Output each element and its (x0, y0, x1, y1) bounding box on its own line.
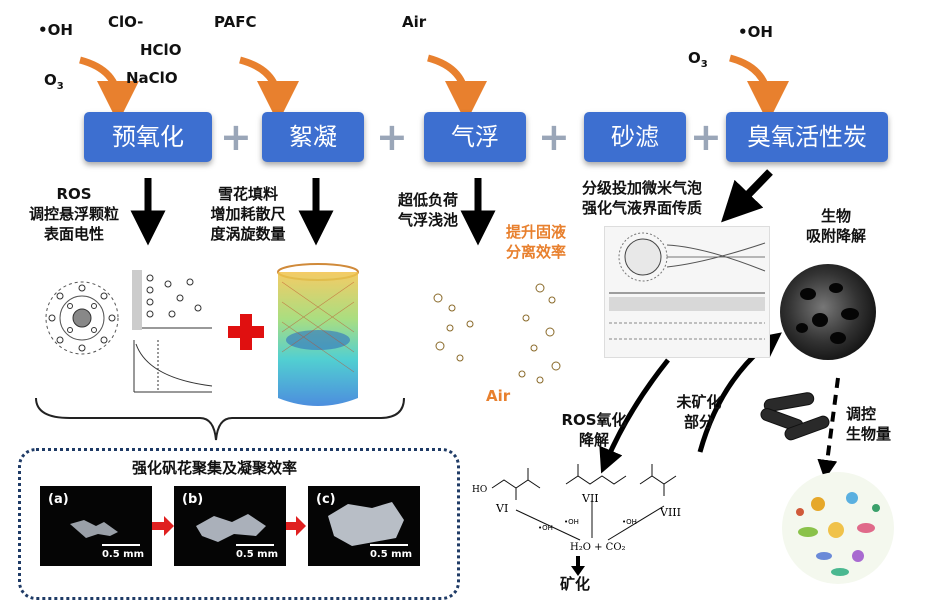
naclo-label: NaClO (126, 69, 178, 87)
floc-image-c (328, 502, 404, 546)
stage-preoxidation: 预氧化 (84, 112, 212, 162)
oh-label-2: •OH (738, 23, 773, 41)
mineralization-arrow (571, 556, 585, 576)
floc-image-a (70, 520, 118, 538)
red-arrow-2 (282, 516, 306, 536)
vortex-cylinder-figure (277, 263, 359, 406)
float-input-arrow (427, 54, 487, 123)
red-plus-icon (228, 314, 264, 350)
carbon-pellets-figure (760, 392, 830, 441)
chem-oh-3: •OH (622, 518, 637, 526)
stage-flocculation: 絮凝 (262, 112, 364, 162)
float-efficiency-label: 提升固液分离效率 (505, 223, 566, 261)
chem-vii: VII (581, 492, 599, 505)
stage-flotation: 气浮 (424, 112, 526, 162)
red-arrow-1 (150, 516, 174, 536)
micro-panel-a: (a) 0.5 mm (40, 486, 152, 566)
oh-label-1: •OH (38, 21, 73, 39)
floc-efficiency-box (18, 448, 460, 600)
scale-bar-c: 0.5 mm (369, 549, 412, 560)
plus-4: + (690, 115, 722, 159)
ozone-diag-arrow (721, 169, 773, 223)
chem-products: H₂O + CO₂ (570, 542, 626, 553)
hclo-label: HClO (140, 41, 182, 59)
pafc-label: PAFC (214, 13, 257, 31)
chem-ho: HO (472, 485, 487, 495)
floc-effects: 雪花填料增加耗散尺度涡旋数量 (210, 185, 286, 243)
scale-bar-b: 0.5 mm (235, 549, 278, 560)
float-effects: 超低负荷气浮浅池 (397, 191, 458, 229)
micro-panel-c: (c) 0.5 mm (308, 486, 420, 566)
floc-box-title: 强化矾花聚集及凝聚效率 (132, 459, 298, 477)
scale-bar-a: 0.5 mm (101, 549, 144, 560)
panel-b-label: (b) (182, 492, 204, 507)
brace (35, 397, 405, 441)
double-layer-diagram (132, 270, 213, 393)
floc-image-b (196, 514, 266, 542)
unmineralized-label: 未矿化部分 (676, 393, 722, 431)
activated-carbon-biofilm-figure (780, 264, 876, 360)
ros-degradation-label: ROS氧化降解 (561, 411, 627, 449)
flotation-bubble-panel (430, 270, 570, 390)
stage-ozone-activated-carbon: 臭氧活性炭 (726, 112, 888, 162)
plus-3: + (538, 115, 570, 159)
ozone-input-arrow (729, 54, 789, 123)
chem-viii: VIII (659, 506, 681, 519)
air-label: Air (402, 13, 427, 31)
plus-2: + (376, 115, 408, 159)
micro-panel-b: (b) 0.5 mm (174, 486, 286, 566)
chem-oh-2: •OH (564, 518, 579, 526)
clo-label: ClO- (108, 13, 144, 31)
biomass-control-label: 调控生物量 (846, 405, 892, 443)
gas-liquid-interface-diagram (604, 226, 770, 358)
air-bubble-label: Air (486, 387, 511, 405)
ros-arrow (599, 358, 670, 474)
panel-a-label: (a) (48, 492, 69, 507)
mineralization-label: 矿化 (560, 575, 591, 593)
degradation-chemistry-diagram: HO VI VII VIII •OH •OH •OH H₂O + CO₂ (472, 464, 681, 553)
plus-1: + (220, 115, 252, 159)
particle-charge-diagram (45, 281, 119, 355)
o3-label-1: O3 (44, 71, 64, 92)
panel-c-label: (c) (316, 492, 336, 507)
bio-effects: 生物吸附降解 (805, 207, 866, 245)
o3-label-2: O3 (688, 49, 708, 70)
chem-oh-1: •OH (538, 524, 553, 532)
floc-input-arrow (239, 56, 299, 123)
microbial-community-figure (782, 472, 894, 584)
control-dashed-arrow (817, 377, 840, 480)
chem-vi: VI (495, 502, 508, 515)
sand-effects: 分级投加微米气泡强化气液界面传质 (582, 179, 703, 217)
stage-sand-filtration: 砂滤 (584, 112, 686, 162)
preox-input-arrow (79, 56, 139, 123)
